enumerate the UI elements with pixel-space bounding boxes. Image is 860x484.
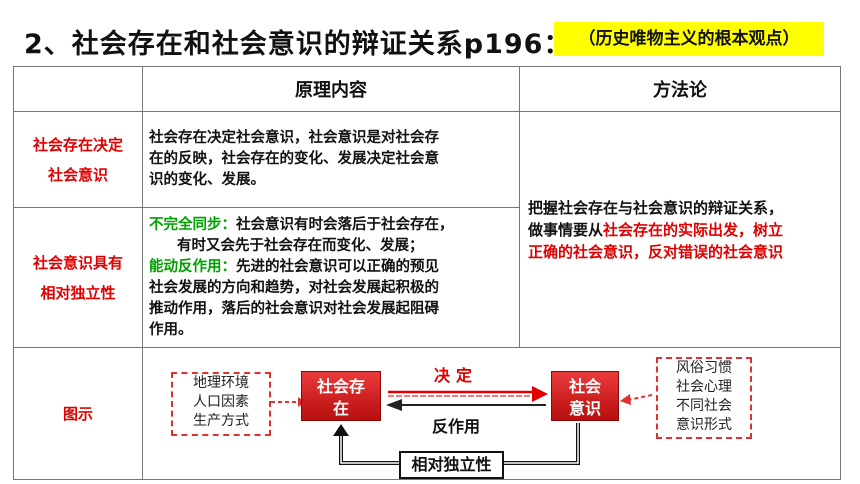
method-line3: 正确的社会意识，反对错误的社会意识 [528,242,784,261]
row-relative: 社会意识具有 相对独立性 不完全同步：社会意识有时会落后于社会存在， 有时又会先… [13,207,841,348]
row2-text2: 先进的社会意识可以正确的预见 [236,258,439,275]
row-decide: 社会存在决定 社会意识 社会存在决定社会意识，社会意识是对社会存 在的反映，社会… [13,111,841,348]
relative-loop-left-inner [340,434,399,464]
title-tag: （历史唯物主义的根本观点） [554,22,824,56]
header-empty [13,66,143,112]
relative-loop-inner [500,423,579,464]
form-ideology: 意识形式 [676,417,732,433]
row1-content: 社会存在决定社会意识，社会意识是对社会存 在的反映，社会存在的变化、发展决定社会… [142,111,520,208]
row3-label: 图示 [13,347,143,480]
row2-label-line1: 社会意识具有 [32,253,123,272]
header-method: 方法论 [519,66,841,112]
method-line2-black: 做事情要从 [528,220,604,239]
consciousness-forms-box: 风俗习惯 社会心理 不同社会 意识形式 [656,357,752,439]
page-title: 2、社会存在和社会意识的辩证关系p196： [24,29,572,60]
consciousness-line2: 意识 [568,399,601,418]
relative-loop-arrowhead [333,424,349,436]
row2-head2: 能动反作用： [149,258,236,275]
row2-line2: 有时又会先于社会存在而变化、发展； [177,237,424,254]
relative-loop [500,423,580,465]
method-line1: 把握社会存在与社会意识的辩证关系， [528,198,784,217]
row2-line5: 推动作用，落后的社会意识对社会发展起阻碍 [149,300,439,317]
existence-line2: 在 [332,399,349,418]
row1-label-line1: 社会存在决定 [32,135,123,154]
factor-geography: 地理环境 [193,375,249,391]
relative-loop-left [339,434,399,465]
row2-label-line2: 相对独立性 [40,283,116,302]
existence-line1: 社会存 [316,377,365,396]
row2-line6: 作用。 [149,321,193,338]
row1-label-line2: 社会意识 [47,165,108,184]
factor-production: 生产方式 [193,413,249,429]
react-label: 反作用 [432,417,481,436]
existence-factors-box: 地理环境 人口因素 生产方式 [171,372,271,436]
right-connector [627,394,653,401]
decide-label: 决定 [434,366,479,385]
right-connector-arrowhead [620,394,631,405]
factor-population: 人口因素 [193,394,249,410]
relation-table: 原理内容 方法论 社会存在决定 社会意识 社会存在决定社会意识，社会意识是对社会… [13,66,841,480]
row2-text1: 社会意识有时会落后于社会存在， [236,216,454,233]
row2-label: 社会意识具有 相对独立性 [13,207,143,348]
form-customs: 风俗习惯 [676,360,732,376]
row2-content: 不完全同步：社会意识有时会落后于社会存在， 有时又会先于社会存在而变化、发展； … [142,207,520,348]
form-different: 不同社会 [676,398,732,414]
row2-line1: 不完全同步：社会意识有时会落后于社会存在， [149,215,513,236]
social-existence-box: 社会存 在 [301,371,381,421]
row1-line2: 在的反映，社会存在的变化、发展决定社会意 [149,151,439,167]
form-psychology: 社会心理 [676,379,732,395]
method-line2: 做事情要从社会存在的实际出发，树立 [528,219,832,241]
method-cell: 把握社会存在与社会意识的辩证关系， 做事情要从社会存在的实际出发，树立 正确的社… [519,111,841,348]
row1-line1: 社会存在决定社会意识，社会意识是对社会存 [149,130,439,146]
relative-independence-label: 相对独立性 [399,451,504,479]
header-row: 原理内容 方法论 [13,66,841,112]
decide-arrowhead [532,386,548,402]
social-consciousness-box: 社会 意识 [551,371,619,421]
row2-head1: 不完全同步： [149,216,236,233]
consciousness-line1: 社会 [568,377,601,396]
row1-line3: 识的变化、发展。 [149,172,265,188]
method-line2-red: 社会存在的实际出发，树立 [603,220,784,239]
row2-line4: 社会发展的方向和趋势，对社会发展起积极的 [149,279,439,296]
react-arrowhead [386,399,402,411]
row2-line3: 能动反作用：先进的社会意识可以正确的预见 [149,257,513,278]
